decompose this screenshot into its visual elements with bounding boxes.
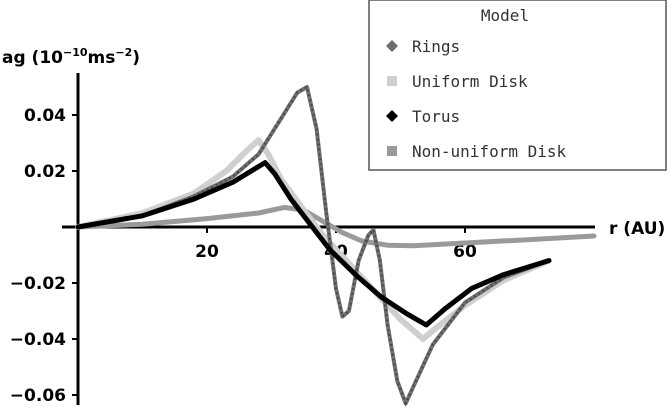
series-layer [75,85,597,407]
legend-marker-rings [386,40,398,52]
legend-label-torus: Torus [412,107,460,126]
y-tick-label: −0.06 [10,386,66,406]
y-tick-label: 0.04 [24,106,66,126]
y-tick-label: 0.02 [24,162,66,182]
legend-marker-non-uniform-disk [387,146,397,156]
legend-box [368,0,667,171]
series-uniform-disk [75,137,552,342]
legend-marker-torus [386,110,398,122]
x-tick-label: 20 [195,242,219,262]
legend-marker-uniform-disk [387,76,397,86]
series-rings [76,85,551,406]
x-tick-label: 60 [453,242,477,262]
legend-label-uniform-disk: Uniform Disk [412,72,528,91]
legend-title: Model [481,6,529,25]
series-non-uniform-disk [75,204,597,249]
y-tick-label: −0.04 [10,330,66,350]
legend-label-rings: Rings [412,37,460,56]
y-axis-label: ag (10−10ms−2) [2,46,140,68]
x-axis-label: r (AU) [609,219,665,239]
series-torus [75,160,552,328]
y-tick-label: −0.02 [10,274,66,294]
legend-label-non-uniform-disk: Non-uniform Disk [412,142,566,161]
